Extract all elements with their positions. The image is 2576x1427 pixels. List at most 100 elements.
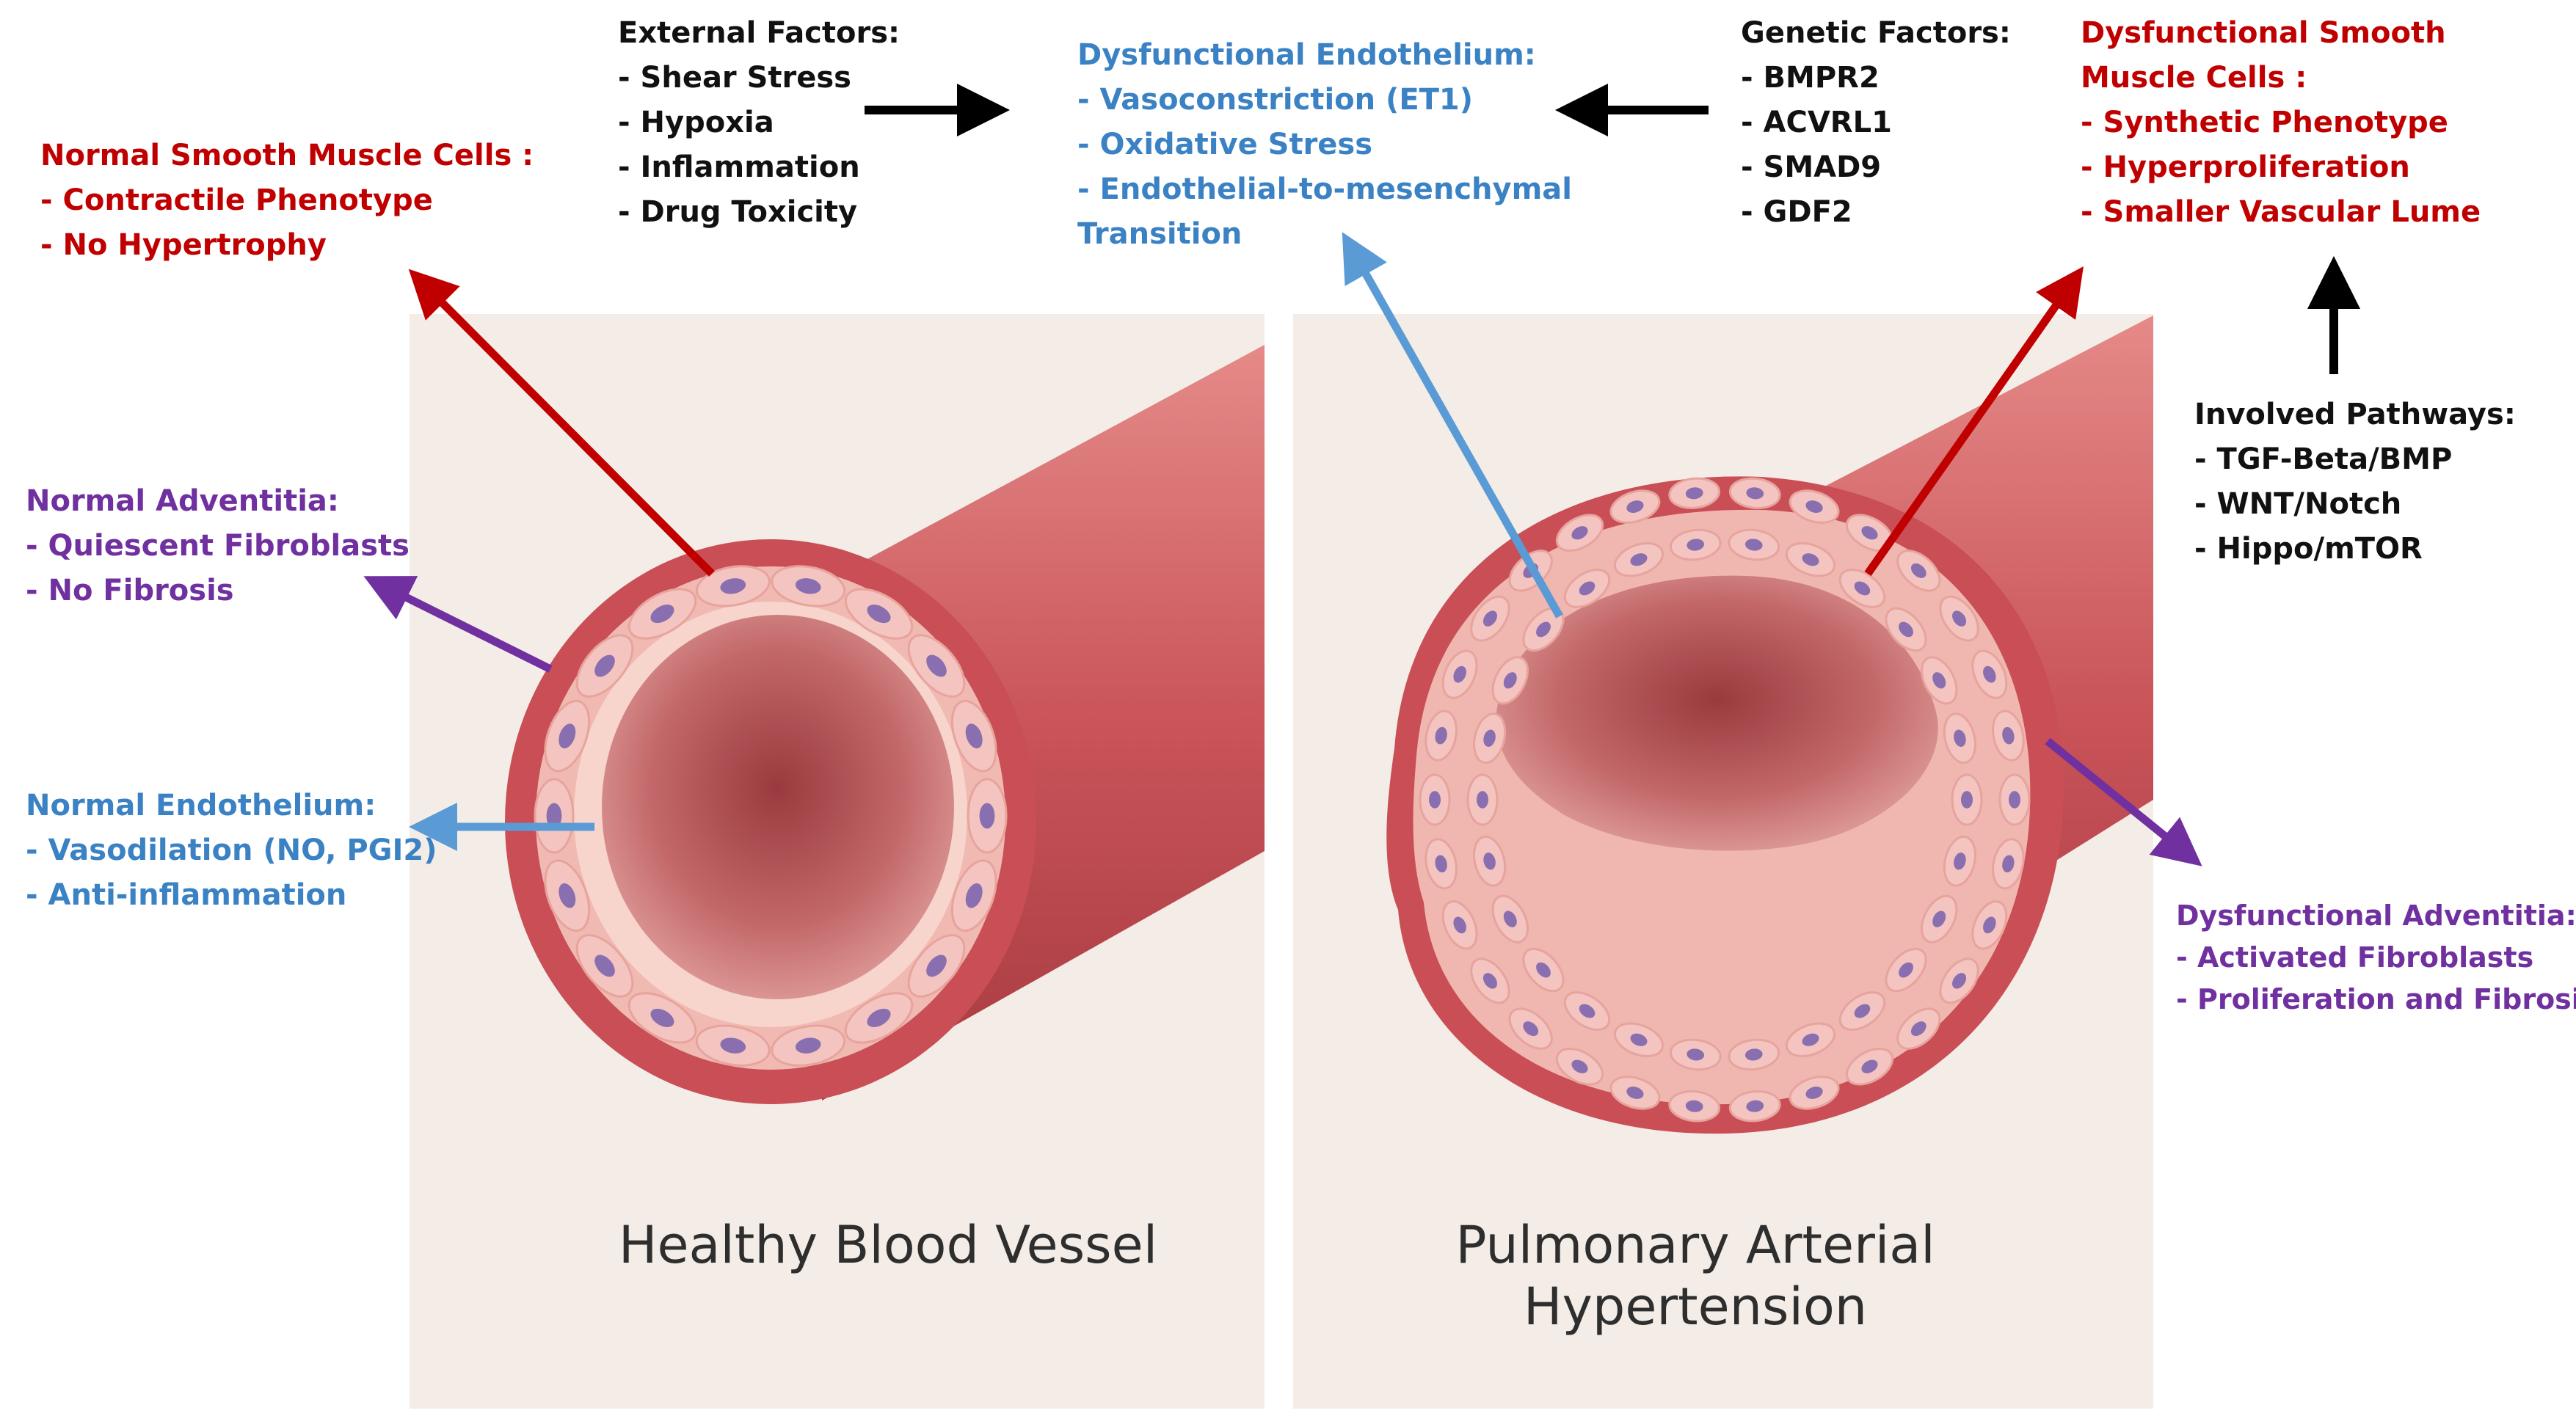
healthy-vessel-caption: Healthy Blood Vessel (558, 1214, 1218, 1276)
cell-nucleus (1503, 910, 1517, 927)
cell-nucleus (1687, 539, 1705, 551)
cell-nucleus (1685, 1100, 1703, 1112)
cell-nucleus (1854, 1004, 1871, 1018)
normal-smc-title: Normal Smooth Muscle Cells : (40, 139, 534, 172)
dysfunctional-endothelium-item-3: - Endothelial-to-mesenchymal (1077, 172, 1572, 206)
pah-vessel-narrow-lumen (1496, 575, 1938, 851)
cell-nucleus (1626, 1086, 1644, 1099)
involved-pathways-item-2: - WNT/Notch (2194, 487, 2402, 521)
normal-adventitia-item-1: - Quiescent Fibroblasts (26, 529, 410, 563)
pah-thickened-cell-layer (1419, 477, 2031, 1123)
cell-nucleus (650, 605, 674, 624)
dysfunctional-endothelium-arrow (1342, 232, 1563, 618)
cell-nucleus (1899, 962, 1913, 978)
cell-nucleus (1630, 553, 1648, 566)
genetic-factors-item-4: - GDF2 (1741, 195, 1852, 229)
cell-nucleus (1626, 500, 1644, 514)
genetic-factors-item-3: - SMAD9 (1741, 150, 1882, 184)
cell-nucleus (1802, 1033, 1819, 1046)
cell-nucleus (1477, 791, 1488, 809)
normal-adventitia-label: Normal Adventitia: - Quiescent Fibroblas… (26, 479, 410, 613)
dysfunctional-endothelium-label: Dysfunctional Endothelium: - Vasoconstri… (1077, 33, 1572, 257)
cell-nucleus (1435, 855, 1447, 873)
cell-nucleus (650, 1008, 674, 1027)
cell-nucleus (1482, 973, 1497, 989)
cell-nucleus (1685, 487, 1703, 500)
involved-pathways-title: Involved Pathways: (2194, 398, 2516, 431)
involved-pathways-label: Involved Pathways: - TGF-Beta/BMP - WNT/… (2194, 393, 2516, 572)
cell-nucleus (1952, 610, 1967, 627)
cell-nucleus (1630, 1033, 1648, 1046)
dysfunctional-adventitia-label: Dysfunctional Adventitia: - Activated Fi… (2176, 895, 2576, 1021)
cell-nucleus (1483, 729, 1496, 747)
cell-nucleus (1983, 665, 1996, 683)
cell-nucleus (2009, 791, 2020, 809)
involved-pathways-item-3: - Hippo/mTOR (2194, 532, 2423, 566)
dysfunctional-adventitia-item-1: - Activated Fibroblasts (2176, 941, 2534, 974)
cell-nucleus (1910, 1021, 1926, 1037)
cell-nucleus (1932, 910, 1946, 927)
dysfunctional-smc-arrow (1864, 266, 2084, 577)
dysfunctional-smc-item-2: - Hyperproliferation (2081, 150, 2410, 184)
dysfunctional-endothelium-item-2: - Oxidative Stress (1077, 128, 1373, 161)
cell-nucleus (1899, 621, 1913, 638)
cell-nucleus (1429, 791, 1441, 809)
cell-nucleus (1453, 916, 1466, 934)
cell-nucleus (720, 1037, 746, 1054)
cell-nucleus (1744, 1048, 1763, 1061)
dysfunctional-smc-item-1: - Synthetic Phenotype (2081, 106, 2448, 139)
normal-endothelium-title: Normal Endothelium: (26, 789, 376, 822)
cell-nucleus (1483, 853, 1496, 870)
cell-nucleus (2002, 855, 2015, 873)
cell-nucleus (926, 955, 947, 977)
cell-nucleus (1571, 1059, 1588, 1073)
pah-title-line-2: Hypertension (1523, 1277, 1868, 1337)
external-factors-title: External Factors: (618, 16, 900, 50)
cell-nucleus (1961, 791, 1973, 809)
healthy-vessel (505, 345, 1265, 1104)
cell-nucleus (1523, 1021, 1539, 1037)
cell-nucleus (559, 883, 576, 908)
cell-nucleus (1805, 1086, 1823, 1099)
cell-nucleus (1503, 672, 1517, 689)
genetic-factors-title: Genetic Factors: (1741, 16, 2011, 50)
cell-nucleus (1861, 526, 1878, 540)
genetic-factors-label: Genetic Factors: - BMPR2 - ACVRL1 - SMAD… (1741, 11, 2011, 235)
normal-endothelium-label: Normal Endothelium: - Vasodilation (NO, … (26, 784, 437, 918)
pah-vessel (1386, 315, 2153, 1134)
external-factors-label: External Factors: - Shear Stress - Hypox… (618, 11, 900, 235)
pah-caption: Pulmonary Arterial Hypertension (1365, 1214, 2026, 1337)
cell-nucleus (1910, 563, 1926, 578)
involved-pathways-item-1: - TGF-Beta/BMP (2194, 442, 2453, 476)
pah-title-line-1: Pulmonary Arterial (1455, 1215, 1935, 1275)
external-factors-item-3: - Inflammation (618, 150, 860, 184)
normal-adventitia-arrow (363, 576, 553, 673)
external-factors-item-4: - Drug Toxicity (618, 195, 858, 229)
cell-nucleus (1453, 665, 1466, 683)
external-factors-item-1: - Shear Stress (618, 61, 851, 95)
normal-smc-item-1: - Contractile Phenotype (40, 183, 433, 217)
cell-nucleus (1571, 526, 1588, 540)
genetic-factors-item-2: - ACVRL1 (1741, 106, 1892, 139)
normal-endothelium-item-2: - Anti-inflammation (26, 878, 347, 912)
cell-nucleus (594, 654, 615, 677)
cell-nucleus (1802, 553, 1819, 566)
normal-smc-arrow (408, 269, 715, 577)
normal-adventitia-title: Normal Adventitia: (26, 484, 339, 518)
normal-smc-label: Normal Smooth Muscle Cells : - Contracti… (40, 134, 534, 268)
cell-nucleus (965, 723, 983, 749)
cell-nucleus (965, 883, 983, 908)
cell-nucleus (926, 654, 947, 677)
dysfunctional-adventitia-title: Dysfunctional Adventitia: (2176, 899, 2576, 932)
cell-nucleus (1954, 853, 1966, 870)
normal-smc-item-2: - No Hypertrophy (40, 228, 327, 262)
cell-nucleus (1746, 1100, 1764, 1112)
cell-nucleus (979, 803, 995, 829)
cell-nucleus (795, 1037, 821, 1054)
healthy-vessel-lumen (602, 615, 954, 999)
cell-nucleus (546, 803, 562, 829)
healthy-vessel-title: Healthy Blood Vessel (618, 1215, 1158, 1275)
cell-nucleus (1983, 916, 1996, 934)
cell-nucleus (867, 1008, 891, 1027)
